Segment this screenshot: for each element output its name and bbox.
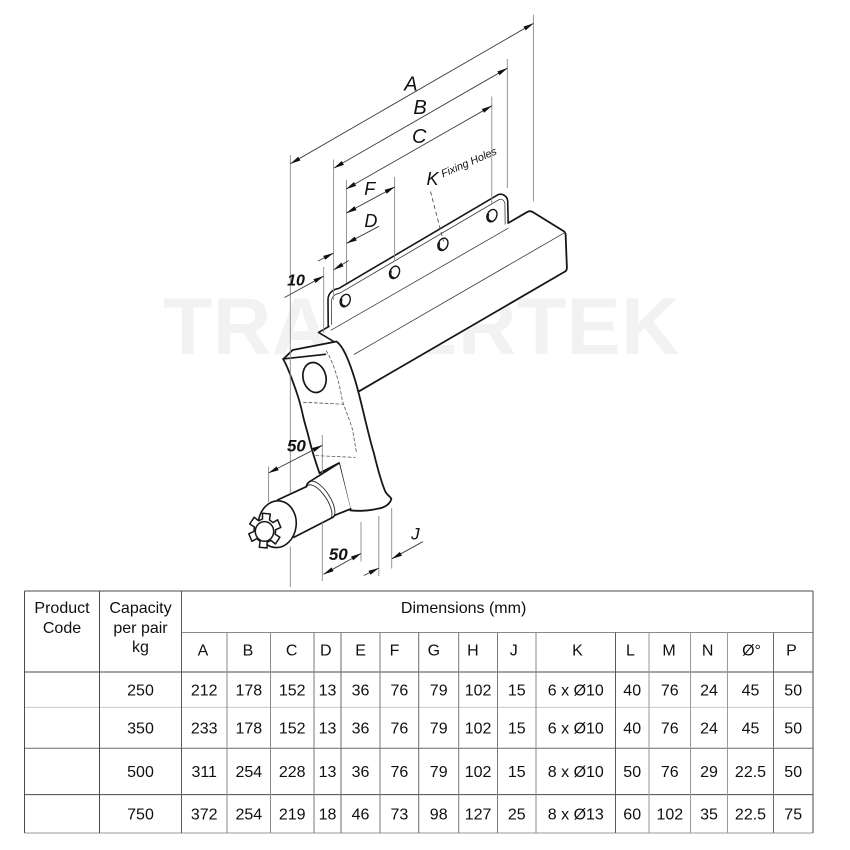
svg-text:102: 102 bbox=[465, 720, 492, 737]
svg-text:178: 178 bbox=[235, 720, 262, 737]
svg-text:24: 24 bbox=[700, 720, 718, 737]
svg-text:372: 372 bbox=[191, 806, 218, 823]
svg-text:Ø°: Ø° bbox=[742, 642, 761, 659]
svg-text:40: 40 bbox=[623, 683, 641, 700]
svg-text:J: J bbox=[510, 642, 518, 659]
svg-text:36: 36 bbox=[352, 720, 370, 737]
svg-text:24: 24 bbox=[700, 683, 718, 700]
svg-text:F: F bbox=[390, 642, 400, 659]
svg-text:36: 36 bbox=[352, 764, 370, 781]
svg-text:15: 15 bbox=[508, 720, 526, 737]
svg-text:15: 15 bbox=[508, 764, 526, 781]
svg-text:76: 76 bbox=[391, 683, 409, 700]
svg-text:311: 311 bbox=[191, 764, 217, 781]
svg-text:H: H bbox=[467, 642, 479, 659]
svg-text:127: 127 bbox=[465, 806, 492, 823]
svg-text:P: P bbox=[786, 642, 797, 659]
svg-text:254: 254 bbox=[235, 806, 262, 823]
svg-text:Code: Code bbox=[43, 620, 81, 637]
svg-text:13: 13 bbox=[319, 764, 337, 781]
svg-text:36: 36 bbox=[352, 683, 370, 700]
svg-text:228: 228 bbox=[279, 764, 306, 781]
svg-text:G: G bbox=[428, 642, 440, 659]
svg-text:kg: kg bbox=[132, 639, 149, 656]
svg-text:233: 233 bbox=[191, 720, 218, 737]
svg-text:250: 250 bbox=[127, 683, 154, 700]
svg-text:40: 40 bbox=[623, 720, 641, 737]
svg-text:K: K bbox=[572, 642, 583, 659]
svg-text:Product: Product bbox=[34, 600, 90, 617]
svg-text:60: 60 bbox=[623, 806, 641, 823]
svg-text:76: 76 bbox=[661, 720, 679, 737]
svg-text:50: 50 bbox=[784, 720, 802, 737]
svg-text:79: 79 bbox=[430, 720, 448, 737]
svg-text:13: 13 bbox=[319, 683, 337, 700]
svg-text:102: 102 bbox=[656, 806, 683, 823]
svg-text:46: 46 bbox=[352, 806, 370, 823]
svg-text:50: 50 bbox=[329, 545, 348, 564]
svg-text:25: 25 bbox=[508, 806, 526, 823]
svg-text:F: F bbox=[364, 179, 376, 199]
svg-text:102: 102 bbox=[465, 683, 492, 700]
svg-text:152: 152 bbox=[279, 720, 306, 737]
svg-text:M: M bbox=[662, 642, 675, 659]
svg-text:K: K bbox=[426, 169, 439, 189]
svg-text:15: 15 bbox=[508, 683, 526, 700]
svg-text:Dimensions (mm): Dimensions (mm) bbox=[401, 600, 526, 617]
svg-text:29: 29 bbox=[700, 764, 718, 781]
svg-text:Capacity: Capacity bbox=[109, 600, 171, 617]
svg-text:C: C bbox=[412, 126, 427, 148]
svg-text:N: N bbox=[702, 642, 714, 659]
svg-text:45: 45 bbox=[742, 720, 760, 737]
svg-text:73: 73 bbox=[391, 806, 409, 823]
svg-text:D: D bbox=[320, 642, 332, 659]
svg-text:76: 76 bbox=[391, 720, 409, 737]
svg-text:B: B bbox=[243, 642, 254, 659]
svg-text:18: 18 bbox=[319, 806, 337, 823]
svg-text:J: J bbox=[410, 525, 420, 544]
svg-text:178: 178 bbox=[235, 683, 262, 700]
svg-text:45: 45 bbox=[742, 683, 760, 700]
svg-text:A: A bbox=[198, 642, 209, 659]
svg-text:219: 219 bbox=[279, 806, 306, 823]
svg-text:per pair: per pair bbox=[113, 620, 168, 637]
svg-text:E: E bbox=[355, 642, 366, 659]
svg-text:102: 102 bbox=[465, 764, 492, 781]
svg-text:50: 50 bbox=[287, 437, 306, 456]
svg-text:75: 75 bbox=[784, 806, 802, 823]
svg-text:50: 50 bbox=[784, 764, 802, 781]
svg-text:79: 79 bbox=[430, 683, 448, 700]
svg-text:10: 10 bbox=[287, 273, 305, 290]
svg-text:8 x Ø10: 8 x Ø10 bbox=[548, 764, 604, 781]
svg-text:254: 254 bbox=[235, 764, 262, 781]
svg-text:35: 35 bbox=[700, 806, 718, 823]
svg-text:22.5: 22.5 bbox=[735, 764, 766, 781]
svg-text:D: D bbox=[364, 211, 377, 231]
svg-text:B: B bbox=[413, 97, 426, 119]
svg-text:6 x Ø10: 6 x Ø10 bbox=[548, 720, 604, 737]
svg-text:8 x Ø13: 8 x Ø13 bbox=[548, 806, 604, 823]
svg-text:50: 50 bbox=[623, 764, 641, 781]
svg-text:76: 76 bbox=[661, 683, 679, 700]
svg-text:6 x Ø10: 6 x Ø10 bbox=[548, 683, 604, 700]
svg-text:500: 500 bbox=[127, 764, 154, 781]
svg-text:L: L bbox=[626, 642, 635, 659]
svg-text:350: 350 bbox=[127, 720, 154, 737]
svg-text:750: 750 bbox=[127, 806, 154, 823]
svg-text:22.5: 22.5 bbox=[735, 806, 766, 823]
svg-text:A: A bbox=[403, 73, 417, 95]
svg-text:79: 79 bbox=[430, 764, 448, 781]
svg-text:152: 152 bbox=[279, 683, 306, 700]
svg-text:76: 76 bbox=[661, 764, 679, 781]
svg-text:50: 50 bbox=[784, 683, 802, 700]
svg-text:13: 13 bbox=[319, 720, 337, 737]
svg-text:212: 212 bbox=[191, 683, 218, 700]
svg-text:76: 76 bbox=[391, 764, 409, 781]
svg-text:C: C bbox=[286, 642, 298, 659]
svg-text:98: 98 bbox=[430, 806, 448, 823]
